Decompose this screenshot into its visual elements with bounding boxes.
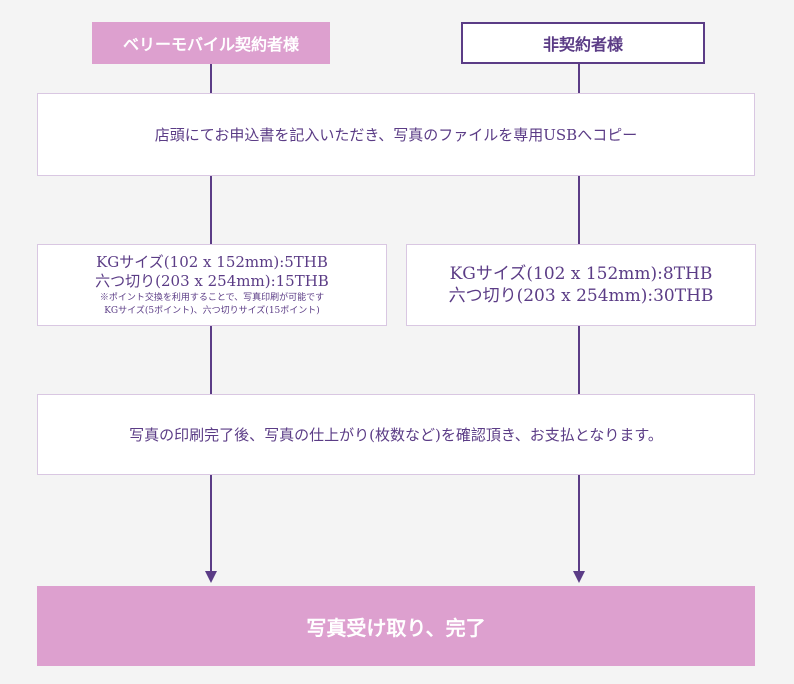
header-member: ベリーモバイル契約者様 xyxy=(92,22,330,64)
arrow-down-icon xyxy=(205,571,217,583)
non-member-price-kg: KGサイズ(102 x 152mm):8THB xyxy=(449,264,713,284)
step-payment-box: 写真の印刷完了後、写真の仕上がり(枚数など)を確認頂き、お支払となります。 xyxy=(37,394,755,475)
member-point-detail: KGサイズ(5ポイント)、六つ切りサイズ(15ポイント) xyxy=(104,306,320,316)
header-non-member: 非契約者様 xyxy=(461,22,705,64)
member-point-note: ※ポイント交換を利用することで、写真印刷が可能です xyxy=(99,293,325,303)
connector-left-2 xyxy=(210,175,212,245)
arrow-down-icon xyxy=(573,571,585,583)
final-step-text: 写真受け取り、完了 xyxy=(306,615,486,640)
connector-left-3 xyxy=(210,325,212,395)
member-price-kg: KGサイズ(102 x 152mm):5THB xyxy=(96,253,328,271)
non-member-price-mutsugiri: 六つ切り(203 x 254mm):30THB xyxy=(448,286,714,306)
connector-right-3 xyxy=(578,325,580,395)
connector-right-4 xyxy=(578,474,580,572)
non-member-price-box: KGサイズ(102 x 152mm):8THB 六つ切り(203 x 254mm… xyxy=(406,244,756,326)
step-application-box: 店頭にてお申込書を記入いただき、写真のファイルを専用USBへコピー xyxy=(37,93,755,176)
member-price-mutsugiri: 六つ切り(203 x 254mm):15THB xyxy=(95,272,329,290)
connector-right-2 xyxy=(578,175,580,245)
step-payment-text: 写真の印刷完了後、写真の仕上がり(枚数など)を確認頂き、お支払となります。 xyxy=(129,426,663,444)
connector-left-1 xyxy=(210,64,212,94)
step-application-text: 店頭にてお申込書を記入いただき、写真のファイルを専用USBへコピー xyxy=(154,126,638,144)
connector-left-4 xyxy=(210,474,212,572)
final-step-box: 写真受け取り、完了 xyxy=(37,586,755,666)
member-price-box: KGサイズ(102 x 152mm):5THB 六つ切り(203 x 254mm… xyxy=(37,244,387,326)
connector-right-1 xyxy=(578,64,580,94)
